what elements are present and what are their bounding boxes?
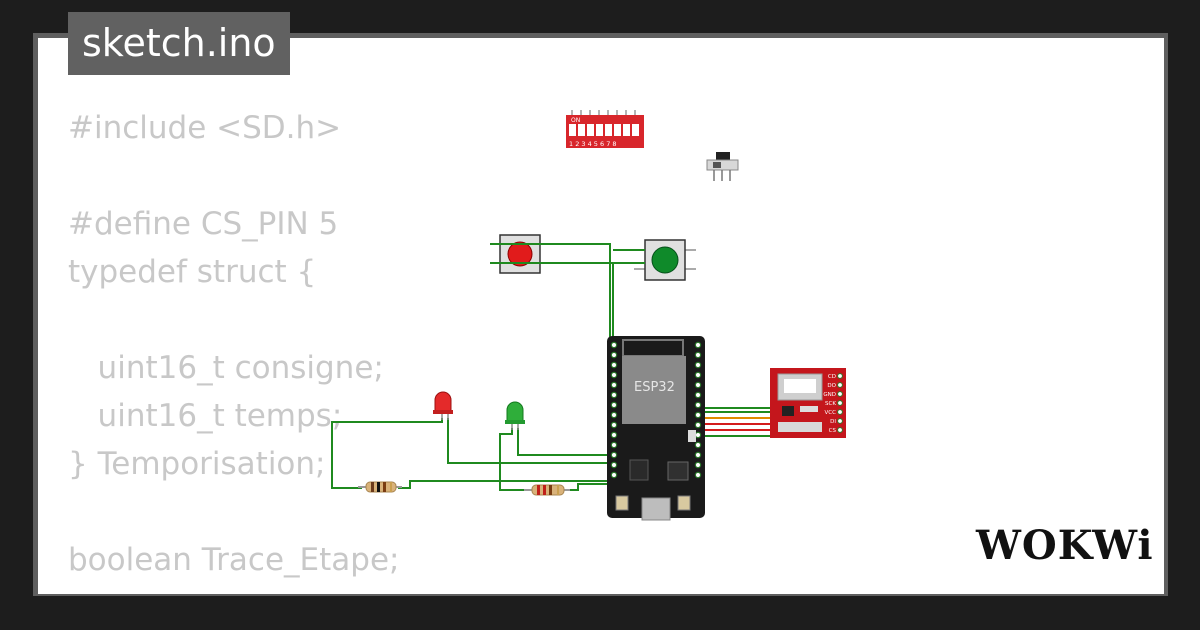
sketch-title: sketch.ino [68, 12, 290, 75]
red-pushbutton[interactable] [490, 234, 552, 274]
code-line: typedef struct { [68, 254, 317, 290]
code-background: #include <SD.h> #define CS_PIN 5 typedef s… [68, 104, 464, 594]
sd-card-module[interactable]: CD DO GND SCK VCC DI CS [770, 368, 846, 438]
sd-pin-label: CS [829, 428, 837, 434]
resistor-1[interactable] [358, 481, 402, 493]
wires [331, 243, 770, 491]
sd-pin-label: CD [828, 374, 836, 380]
slide-switch[interactable] [706, 152, 739, 181]
dip-numbers: 1 2 3 4 5 6 7 8 [569, 140, 617, 148]
code-line: #define CS_PIN 5 [68, 206, 339, 242]
red-led[interactable] [433, 391, 453, 420]
code-line: uint16_t temps; [68, 398, 343, 434]
green-pushbutton[interactable] [634, 239, 696, 281]
sd-pin-label: DI [830, 419, 836, 425]
dip-switch[interactable]: ON 1 2 3 4 5 6 7 8 [566, 110, 644, 148]
sd-pin-label: DO [827, 383, 836, 389]
code-line: uint16_t consigne; [68, 350, 384, 386]
wokwi-logo: WOKWi [976, 522, 1154, 569]
green-led[interactable] [505, 401, 525, 430]
resistor-2[interactable] [524, 484, 570, 496]
dip-on-label: ON [571, 117, 580, 124]
code-line: } Temporisation; [68, 446, 326, 482]
sd-pin-label: SCK [825, 401, 836, 407]
sd-pin-label: VCC [825, 410, 837, 416]
code-line: boolean Trace_Etape; [68, 542, 400, 578]
chip-label: ESP32 [634, 380, 675, 395]
code-line: boolean Temporisation_... [68, 584, 464, 594]
code-line: #include <SD.h> [68, 110, 342, 146]
sd-pin-label: GND [823, 392, 836, 398]
esp32-board[interactable]: ESP32 [607, 336, 705, 521]
